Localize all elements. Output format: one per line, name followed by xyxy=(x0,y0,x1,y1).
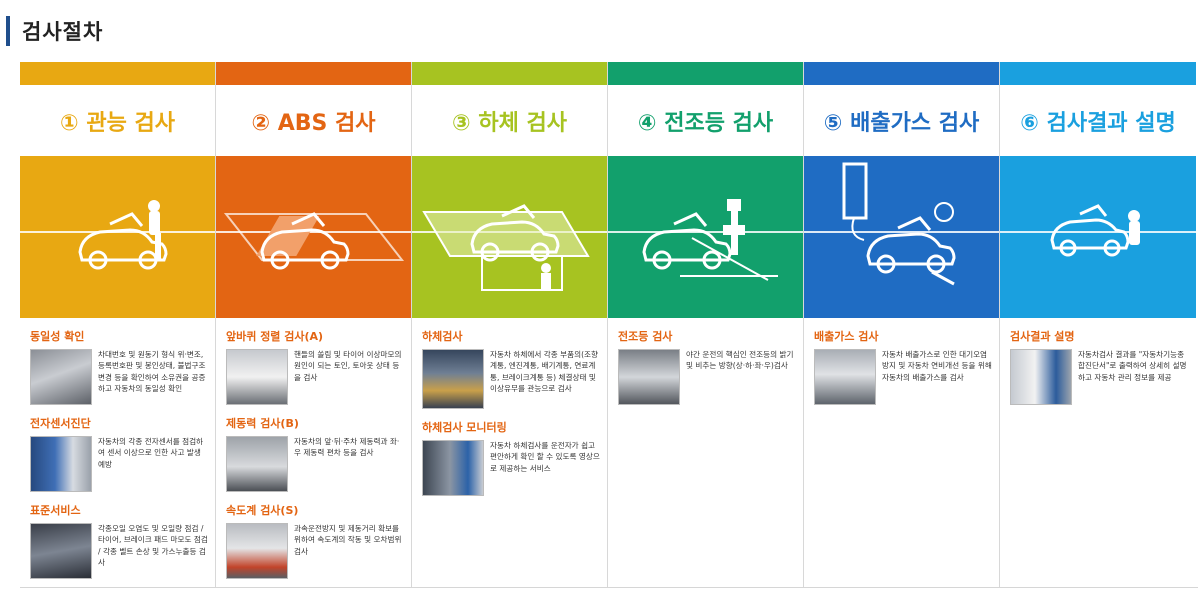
step-items: 하체검사 자동차 하체에서 각종 부품의(조향계통, 엔진계통, 배기계통, 연… xyxy=(412,318,607,496)
item-description: 자동차 배출가스로 인한 대기오염 방지 및 자동차 연비개선 등을 위해 자동… xyxy=(882,350,992,382)
car-on-lift-icon xyxy=(422,204,590,291)
headlight-photo xyxy=(618,349,680,405)
item-description: 각종오일 오염도 및 오일량 점검 / 타이어, 브레이크 패드 마모도 점검 … xyxy=(98,524,208,568)
car-with-inspector-icon xyxy=(78,200,168,270)
sensory-inspection-illustration xyxy=(20,156,215,318)
item-title: 하체검사 모니터링 xyxy=(422,421,507,434)
step-items: 배출가스 검사 자동차 배출가스로 인한 대기오염 방지 및 자동차 연비개선 … xyxy=(804,318,999,405)
inspection-item: 전자센서진단 자동차의 각종 전자센서를 점검하여 센서 이상으로 인한 사고 … xyxy=(30,415,209,492)
step-title: ④ 전조등 검사 xyxy=(637,110,774,136)
car-with-consultant-icon xyxy=(1050,204,1140,257)
result-explanation-illustration xyxy=(1000,156,1196,318)
page-title: 검사절차 xyxy=(6,14,103,48)
car-with-headlight-tester-icon xyxy=(642,199,778,281)
engine-bay-photo xyxy=(30,523,92,579)
consultation-photo xyxy=(1010,349,1072,405)
item-title: 속도계 검사(S) xyxy=(226,504,299,517)
technician-photo xyxy=(30,436,92,492)
inspection-item: 제동력 검사(B) 자동차의 앞·뒤·주차 제동력과 좌·우 제동력 편차 등을… xyxy=(226,415,405,492)
inspection-item: 전조등 검사 야간 운전의 핵심인 전조등의 밝기 및 비추는 방향(상·하·좌… xyxy=(618,328,797,405)
inspection-item: 하체검사 모니터링 자동차 하체검사를 운전자가 쉽고 편안하게 확인 할 수 … xyxy=(422,419,601,496)
step-title: ③ 하체 검사 xyxy=(452,110,567,136)
inspection-item: 검사결과 설명 자동차검사 결과를 "자동차기능종합진단서"로 출력하여 상세히… xyxy=(1010,328,1190,405)
step-color-strip xyxy=(412,62,607,85)
process-line xyxy=(216,231,411,233)
step-title: ① 관능 검사 xyxy=(60,110,175,136)
item-title: 제동력 검사(B) xyxy=(226,417,299,430)
item-title: 배출가스 검사 xyxy=(814,330,879,343)
item-description: 야간 운전의 핵심인 전조등의 밝기 및 비추는 방향(상·하·좌·우)검사 xyxy=(686,350,794,371)
item-description: 자동차의 앞·뒤·주차 제동력과 좌·우 제동력 편차 등을 검사 xyxy=(294,437,400,458)
step-column-5: ⑤ 배출가스 검사 배출가스 검사 xyxy=(804,62,1000,587)
item-title: 전자센서진단 xyxy=(30,417,91,430)
inspection-item: 동일성 확인 차대번호 및 원동기 형식 위·변조, 등록번호판 및 봉인상태,… xyxy=(30,328,209,405)
car-on-test-plates-icon xyxy=(223,212,405,270)
page-title-text: 검사절차 xyxy=(22,20,104,44)
step-column-1: ① 관능 검사 동일성 확인 차대번호 및 원동 xyxy=(20,62,216,587)
speedometer-photo xyxy=(226,523,288,579)
inspection-item: 배출가스 검사 자동차 배출가스로 인한 대기오염 방지 및 자동차 연비개선 … xyxy=(814,328,993,405)
item-title: 전조등 검사 xyxy=(618,330,673,343)
item-description: 차대번호 및 원동기 형식 위·변조, 등록번호판 및 봉인상태, 불법구조변경… xyxy=(98,350,206,394)
item-title: 동일성 확인 xyxy=(30,330,85,343)
inspection-item: 앞바퀴 정렬 검사(A) 핸들의 쏠림 및 타이어 이상마모의 원인이 되는 토… xyxy=(226,328,405,405)
emission-photo xyxy=(814,349,876,405)
step-items: 검사결과 설명 자동차검사 결과를 "자동차기능종합진단서"로 출력하여 상세히… xyxy=(1000,318,1196,405)
wheel-alignment-photo xyxy=(226,349,288,405)
inspection-item: 속도계 검사(S) 과속운전방지 및 제동거리 확보를 위하여 속도계의 작동 … xyxy=(226,502,405,579)
step-title: ② ABS 검사 xyxy=(251,110,376,136)
step-color-strip xyxy=(608,62,803,85)
step-items: 전조등 검사 야간 운전의 핵심인 전조등의 밝기 및 비추는 방향(상·하·좌… xyxy=(608,318,803,405)
process-line xyxy=(1000,231,1196,233)
step-items: 동일성 확인 차대번호 및 원동기 형식 위·변조, 등록번호판 및 봉인상태,… xyxy=(20,318,215,579)
step-column-4: ④ 전조등 검사 전조등 검사 xyxy=(608,62,804,587)
engine-photo xyxy=(30,349,92,405)
brake-test-photo xyxy=(226,436,288,492)
step-column-6: ⑥ 검사결과 설명 검사결과 설명 자동차검사 결과를 "자동차기능종 xyxy=(1000,62,1196,587)
step-title: ⑥ 검사결과 설명 xyxy=(1020,110,1176,136)
item-description: 과속운전방지 및 제동거리 확보를 위하여 속도계의 작동 및 오차범위 검사 xyxy=(294,524,402,556)
step-items: 앞바퀴 정렬 검사(A) 핸들의 쏠림 및 타이어 이상마모의 원인이 되는 토… xyxy=(216,318,411,579)
inspection-item: 하체검사 자동차 하체에서 각종 부품의(조향계통, 엔진계통, 배기계통, 연… xyxy=(422,328,601,409)
inspection-item: 표준서비스 각종오일 오염도 및 오일량 점검 / 타이어, 브레이크 패드 마… xyxy=(30,502,209,579)
step-color-strip xyxy=(1000,62,1196,85)
item-description: 자동차 하체에서 각종 부품의(조향계통, 엔진계통, 배기계통, 연료계통, … xyxy=(490,350,599,394)
inspection-procedure-grid: ① 관능 검사 동일성 확인 차대번호 및 원동 xyxy=(20,62,1198,588)
item-description: 자동차검사 결과를 "자동차기능종합진단서"로 출력하여 상세히 설명하고 자동… xyxy=(1078,350,1187,382)
process-line xyxy=(804,231,999,233)
underbody-photo xyxy=(422,349,484,409)
item-description: 핸들의 쏠림 및 타이어 이상마모의 원인이 되는 토인, 토아웃 상태 등을 … xyxy=(294,350,402,382)
emission-inspection-illustration xyxy=(804,156,999,318)
abs-inspection-illustration xyxy=(216,156,411,318)
car-with-emission-analyzer-icon xyxy=(842,162,956,286)
headlight-inspection-illustration xyxy=(608,156,803,318)
step-color-strip xyxy=(216,62,411,85)
item-title: 표준서비스 xyxy=(30,504,81,517)
step-color-strip xyxy=(804,62,999,85)
item-description: 자동차의 각종 전자센서를 점검하여 센서 이상으로 인한 사고 발생 예방 xyxy=(98,437,204,469)
monitoring-photo xyxy=(422,440,484,496)
step-color-strip xyxy=(20,62,215,85)
underbody-inspection-illustration xyxy=(412,156,607,318)
item-description: 자동차 하체검사를 운전자가 쉽고 편안하게 확인 할 수 있도록 영상으로 제… xyxy=(490,441,600,473)
item-title: 하체검사 xyxy=(422,330,463,343)
step-column-3: ③ 하체 검사 하체검사 xyxy=(412,62,608,587)
step-column-2: ② ABS 검사 앞바퀴 정렬 검사(A) 핸들의 쏠림 및 타이어 xyxy=(216,62,412,587)
item-title: 앞바퀴 정렬 검사(A) xyxy=(226,330,324,343)
item-title: 검사결과 설명 xyxy=(1010,330,1075,343)
title-accent-bar xyxy=(6,16,10,46)
step-title: ⑤ 배출가스 검사 xyxy=(823,110,980,136)
